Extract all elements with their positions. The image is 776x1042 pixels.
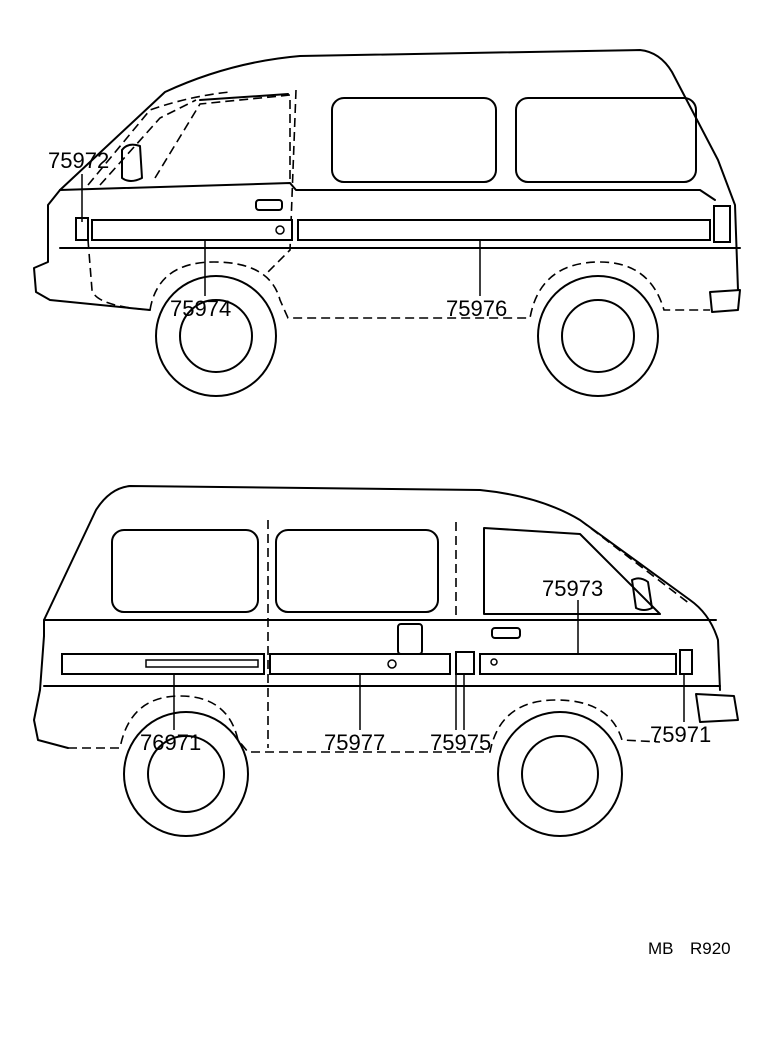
callout-75975: 75975: [430, 730, 491, 755]
upper-van-drawing: [33, 49, 741, 397]
footer-code-left: MB: [648, 939, 674, 958]
callout-75971: 75971: [650, 722, 711, 747]
callout-75972: 75972: [48, 148, 109, 173]
footer-code-right: R920: [690, 939, 731, 958]
lower-van-drawing: [33, 485, 739, 837]
callout-75976: 75976: [446, 296, 507, 321]
callout-76971: 76971: [140, 730, 201, 755]
callout-75973: 75973: [542, 576, 603, 601]
callout-75974: 75974: [170, 296, 231, 321]
callout-75977: 75977: [324, 730, 385, 755]
